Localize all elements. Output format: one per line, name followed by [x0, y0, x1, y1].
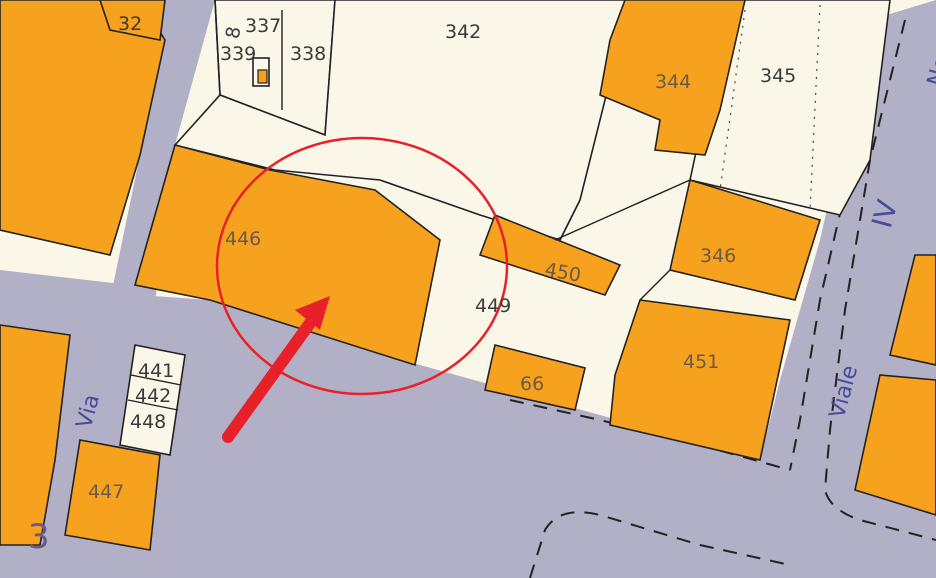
building-451 [609, 299, 791, 461]
parcel-441-442-448-lot [119, 344, 186, 456]
road-via [0, 0, 215, 578]
highlight-circle [215, 136, 509, 396]
parcel-label-447: 447 [88, 481, 124, 503]
building-right-top [889, 254, 936, 366]
road-edge-main [509, 399, 791, 471]
road-edge-curve [529, 511, 791, 578]
building-top-left [0, 0, 166, 256]
parcel-label-338: 338 [290, 43, 326, 65]
parcel-label-442: 442 [135, 385, 171, 407]
road-edge-viale-inner [789, 39, 881, 471]
parcel-label-66: 66 [520, 373, 544, 395]
parcel-label-342: 342 [445, 21, 481, 43]
road-main [0, 285, 936, 578]
road-edge-viale [823, 19, 936, 541]
parcel-label-446: 446 [225, 228, 261, 250]
highlight-arrow-head [295, 296, 330, 330]
parcel-label-451: 451 [683, 351, 719, 373]
parcel-label-337: 337 [245, 15, 281, 37]
building-447 [64, 439, 161, 551]
building-66 [484, 344, 586, 411]
parcel-label-339: 339 [220, 43, 256, 65]
building-right-bottom [854, 374, 936, 516]
parcel-label-344: 344 [655, 71, 691, 93]
parcel-label-32: 32 [118, 13, 142, 35]
building-346 [669, 178, 822, 301]
parcel-label-3: 3 [28, 517, 50, 557]
building-left-mid [0, 324, 71, 546]
parcel-339-mark [257, 69, 268, 84]
parcel-label-8: 8 [222, 25, 246, 41]
parcel-label-345: 345 [760, 65, 796, 87]
building-32 [99, 0, 166, 41]
road-left-strip [0, 270, 130, 330]
highlight-arrow-shaft [222, 306, 324, 443]
building-446 [133, 144, 441, 367]
parcel-label-346: 346 [700, 245, 736, 267]
building-450 [478, 213, 622, 296]
parcel-label-449: 449 [475, 295, 511, 317]
parcel-label-448: 448 [130, 411, 166, 433]
parcel-label-441: 441 [138, 360, 174, 382]
building-344 [599, 0, 746, 156]
